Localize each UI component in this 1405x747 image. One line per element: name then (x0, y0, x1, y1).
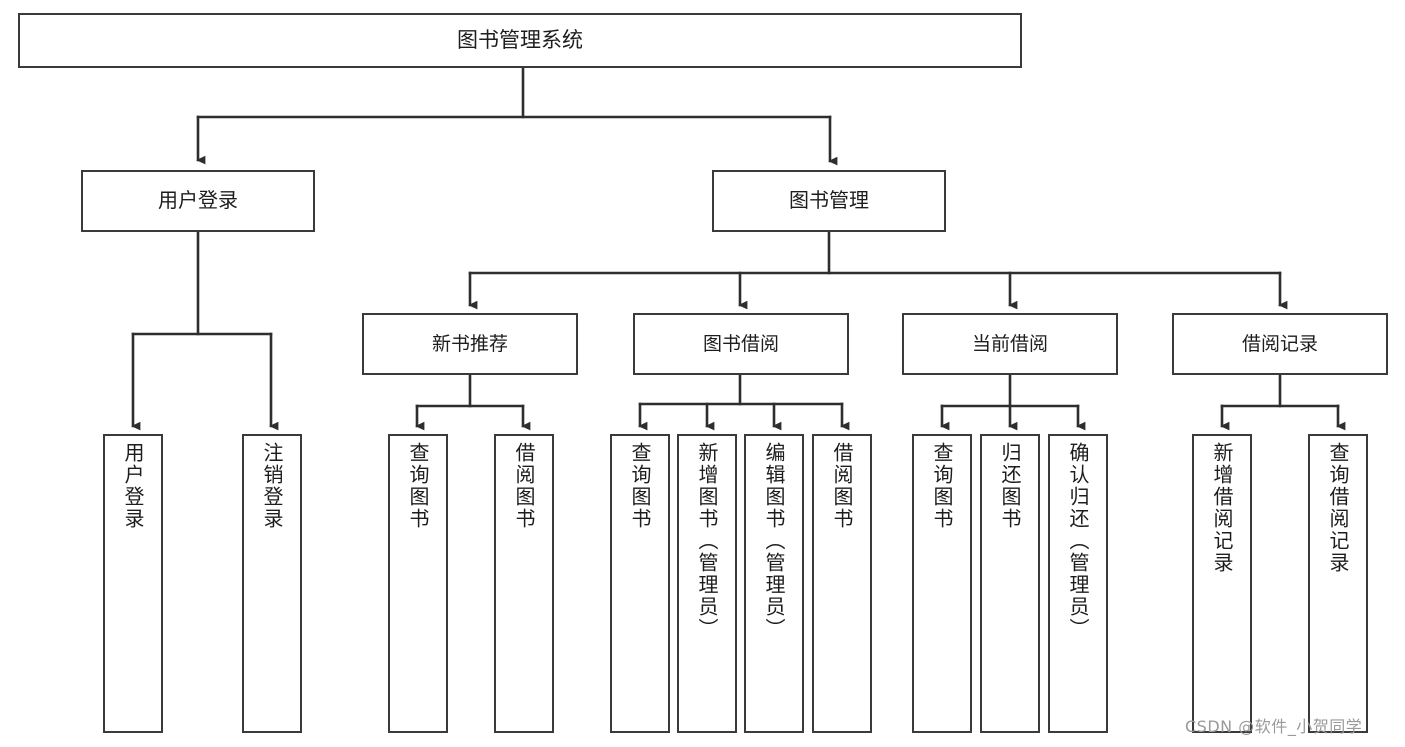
leaf-newbook-query[interactable]: 查询图书 (388, 434, 448, 733)
leaf-record-add[interactable]: 新增借阅记录 (1192, 434, 1252, 733)
leaf-current-return[interactable]: 归还图书 (980, 434, 1040, 733)
node-root-label: 图书管理系统 (457, 28, 583, 53)
leaf-current-confirm-return-label: 确认归还（管理员） (1066, 442, 1090, 640)
leaf-borrow-query[interactable]: 查询图书 (610, 434, 670, 733)
leaf-newbook-borrow-label: 借阅图书 (512, 442, 536, 530)
leaf-borrow-query-label: 查询图书 (628, 442, 652, 530)
leaf-record-query[interactable]: 查询借阅记录 (1308, 434, 1368, 733)
node-new-book-recommend-label: 新书推荐 (431, 332, 508, 355)
leaf-borrow-add-book[interactable]: 新增图书（管理员） (677, 434, 737, 733)
leaf-borrow-edit-book[interactable]: 编辑图书（管理员） (744, 434, 804, 733)
node-new-book-recommend[interactable]: 新书推荐 (362, 313, 578, 375)
node-user-login[interactable]: 用户登录 (81, 170, 315, 232)
leaf-borrow-edit-book-label: 编辑图书（管理员） (762, 442, 786, 640)
node-root[interactable]: 图书管理系统 (18, 13, 1022, 68)
leaf-user-logout-label: 注销登录 (260, 442, 284, 530)
node-current-borrow-label: 当前借阅 (971, 332, 1048, 355)
node-user-login-label: 用户登录 (158, 188, 238, 213)
node-borrow-record-label: 借阅记录 (1241, 332, 1318, 355)
leaf-borrow-lend-book-label: 借阅图书 (830, 442, 854, 530)
node-book-borrow[interactable]: 图书借阅 (633, 313, 849, 375)
leaf-borrow-add-book-label: 新增图书（管理员） (695, 442, 719, 640)
leaf-user-login[interactable]: 用户登录 (103, 434, 163, 733)
leaf-user-login-label: 用户登录 (121, 442, 145, 530)
leaf-borrow-lend-book[interactable]: 借阅图书 (812, 434, 872, 733)
leaf-current-return-label: 归还图书 (998, 442, 1022, 530)
leaf-current-query[interactable]: 查询图书 (912, 434, 972, 733)
node-current-borrow[interactable]: 当前借阅 (902, 313, 1118, 375)
leaf-current-query-label: 查询图书 (930, 442, 954, 530)
leaf-record-query-label: 查询借阅记录 (1326, 442, 1350, 574)
node-borrow-record[interactable]: 借阅记录 (1172, 313, 1388, 375)
node-book-management-label: 图书管理 (789, 188, 869, 213)
node-book-management[interactable]: 图书管理 (712, 170, 946, 232)
leaf-newbook-borrow[interactable]: 借阅图书 (494, 434, 554, 733)
leaf-current-confirm-return[interactable]: 确认归还（管理员） (1048, 434, 1108, 733)
leaf-newbook-query-label: 查询图书 (406, 442, 430, 530)
leaf-user-logout[interactable]: 注销登录 (242, 434, 302, 733)
node-book-borrow-label: 图书借阅 (702, 332, 779, 355)
leaf-record-add-label: 新增借阅记录 (1210, 442, 1234, 574)
